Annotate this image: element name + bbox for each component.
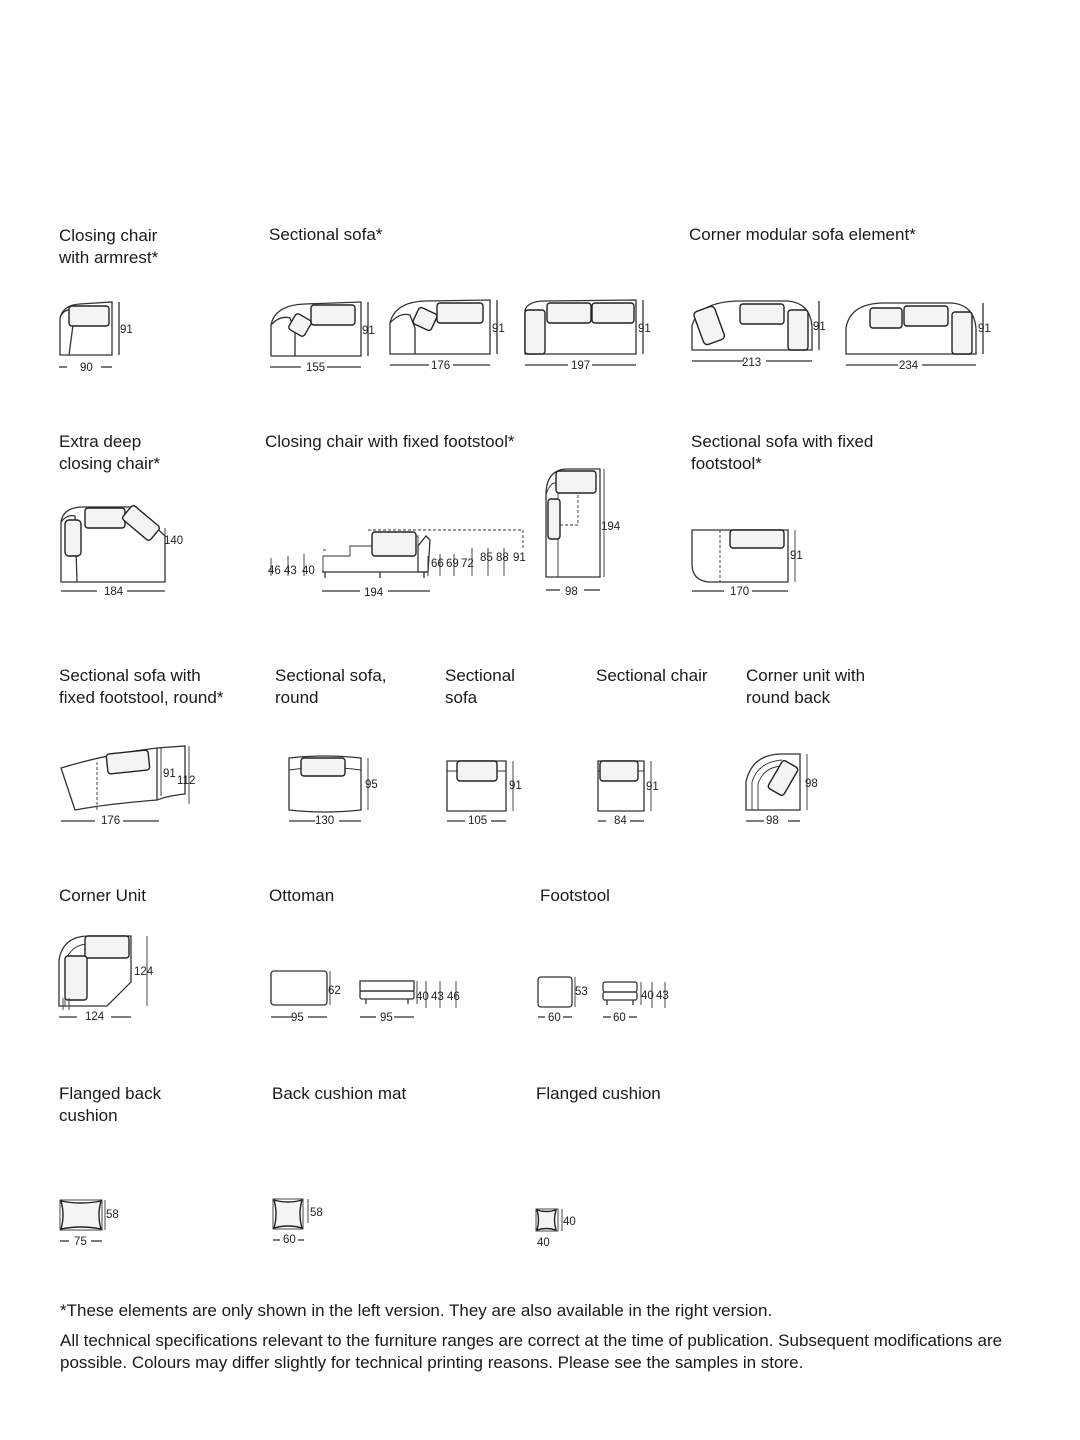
dim-back-mat-w: 60 <box>283 1234 296 1246</box>
dim-ottoman-h1: 40 <box>416 991 429 1003</box>
dim-closing-fixed-right-2: 69 <box>446 558 459 570</box>
dim-sectional-sofa-w3: 197 <box>571 360 591 372</box>
flanged-cushion-drawing <box>535 1208 563 1232</box>
title-back-mat: Back cushion mat <box>272 1084 407 1103</box>
dim-closing-chair-w: 90 <box>80 362 93 374</box>
dim-corner-unit-h: 124 <box>134 966 154 978</box>
dim-sectional-sofa-w2: 176 <box>431 360 451 372</box>
title-corner-round-back: Corner unit with round back <box>746 666 866 707</box>
ottoman-drawing <box>270 970 457 1018</box>
title-ottoman: Ottoman <box>269 886 335 905</box>
dim-ottoman-h2: 43 <box>431 991 444 1003</box>
dim-ottoman-w1: 95 <box>291 1012 304 1024</box>
closing-chair-armrest-drawing <box>59 301 120 368</box>
dim-closing-fixed-length: 194 <box>364 587 384 599</box>
sectional-fixed-round-drawing <box>60 745 190 822</box>
dim-footstool-w1: 60 <box>548 1012 561 1024</box>
footstool-drawing <box>537 976 666 1018</box>
dim-closing-fixed-right-3: 72 <box>461 558 474 570</box>
dim-sectional-fixed-round-h1: 91 <box>163 768 176 780</box>
dim-corner-unit-w: 124 <box>85 1011 105 1023</box>
dim-ottoman-w2: 95 <box>380 1012 393 1024</box>
title-flanged-cushion: Flanged cushion <box>536 1084 661 1103</box>
dim-ottoman-d1: 62 <box>328 985 341 997</box>
dim-closing-fixed-left-1: 46 <box>268 565 281 577</box>
closing-fixed-footstool-side-drawing <box>545 468 605 591</box>
title-closing-fixed-footstool: Closing chair with fixed footstool* <box>265 432 515 451</box>
dim-sectional-fixed-footstool-h: 91 <box>790 550 803 562</box>
dim-corner-modular-w2: 234 <box>899 360 919 372</box>
dim-closing-chair-h: 91 <box>120 324 133 336</box>
dim-footstool-h2: 43 <box>656 990 669 1002</box>
flanged-back-drawing <box>59 1199 106 1242</box>
dim-footstool-h1: 40 <box>641 990 654 1002</box>
dim-corner-round-back-w: 98 <box>766 815 779 827</box>
dim-corner-round-back-h: 98 <box>805 778 818 790</box>
dim-flanged-cushion-w: 40 <box>537 1237 550 1249</box>
title-sectional-sofa: Sectional sofa* <box>269 225 383 244</box>
title-corner-unit: Corner Unit <box>59 886 146 905</box>
corner-modular-234-drawing <box>845 302 984 366</box>
dim-sectional-sofa-small-w: 105 <box>468 815 488 827</box>
title-closing-chair-armrest: Closing chair with armrest* <box>59 226 159 267</box>
sectional-chair-drawing <box>597 760 652 822</box>
dim-closing-fixed-right-6: 91 <box>513 552 526 564</box>
dim-corner-modular-w1: 213 <box>742 357 762 369</box>
title-flanged-back: Flanged back cushion <box>59 1084 162 1125</box>
extra-deep-drawing <box>60 505 166 592</box>
dim-sectional-round-h: 95 <box>365 779 378 791</box>
sectional-sofa-small-drawing <box>446 760 514 822</box>
note-asterisk: *These elements are only shown in the le… <box>60 1301 773 1320</box>
dim-sectional-fixed-round-w: 176 <box>101 815 121 827</box>
dim-back-mat-h: 58 <box>310 1207 323 1219</box>
dim-closing-fixed-left-2: 43 <box>284 565 297 577</box>
title-footstool: Footstool <box>540 886 610 905</box>
title-corner-modular: Corner modular sofa element* <box>689 225 916 244</box>
sectional-round-drawing <box>288 755 369 822</box>
sectional-fixed-footstool-drawing <box>691 529 796 592</box>
dim-closing-fixed-right-1: 66 <box>431 558 444 570</box>
title-extra-deep: Extra deep closing chair* <box>59 432 161 473</box>
title-sectional-round: Sectional sofa, round <box>275 666 387 707</box>
dim-footstool-w2: 60 <box>613 1012 626 1024</box>
back-mat-drawing <box>272 1198 309 1241</box>
dim-extra-deep-w: 184 <box>104 586 124 598</box>
dim-sectional-fixed-round-h2: 112 <box>177 775 196 787</box>
dim-closing-fixed-side-w: 98 <box>565 586 578 598</box>
dim-ottoman-h3: 46 <box>447 991 460 1003</box>
dim-flanged-back-h: 58 <box>106 1209 119 1221</box>
dim-closing-fixed-left-3: 40 <box>302 565 315 577</box>
sectional-sofa-197-drawing <box>524 299 644 366</box>
dim-sectional-fixed-footstool-w: 170 <box>730 586 750 598</box>
note-disclaimer: All technical specifications relevant to… <box>60 1331 1003 1372</box>
dim-sectional-sofa-h1: 91 <box>362 325 375 337</box>
dim-closing-fixed-right-5: 88 <box>496 552 509 564</box>
dim-closing-fixed-right-4: 85 <box>480 552 493 564</box>
dim-sectional-sofa-small-h: 91 <box>509 780 522 792</box>
dim-corner-modular-h2: 91 <box>978 323 991 335</box>
closing-fixed-footstool-drawing <box>270 529 524 592</box>
dim-sectional-sofa-h2: 91 <box>492 323 505 335</box>
dim-corner-modular-h1: 91 <box>813 321 826 333</box>
dim-extra-deep-d: 140 <box>164 535 184 547</box>
dim-sectional-sofa-w1: 155 <box>306 362 326 374</box>
title-sectional-fixed-round: Sectional sofa with fixed footstool, rou… <box>59 666 224 707</box>
corner-modular-213-drawing <box>691 300 820 362</box>
title-sectional-fixed-footstool: Sectional sofa with fixed footstool* <box>691 432 874 473</box>
dim-sectional-chair-w: 84 <box>614 815 627 827</box>
sectional-sofa-155-drawing <box>270 301 369 368</box>
title-sectional-chair: Sectional chair <box>596 666 708 685</box>
dim-sectional-round-w: 130 <box>315 815 335 827</box>
dim-sectional-chair-h: 91 <box>646 781 659 793</box>
sectional-sofa-176-drawing <box>389 299 498 366</box>
dim-footstool-d1: 53 <box>575 986 588 998</box>
dim-flanged-cushion-h: 40 <box>563 1216 576 1228</box>
title-sectional-sofa-small: Sectional sofa <box>445 666 515 707</box>
dim-sectional-sofa-h3: 91 <box>638 323 651 335</box>
dim-flanged-back-w: 75 <box>74 1236 87 1248</box>
dim-closing-fixed-side-h: 194 <box>601 521 621 533</box>
corner-round-back-drawing <box>745 753 808 822</box>
corner-unit-drawing <box>58 935 148 1018</box>
